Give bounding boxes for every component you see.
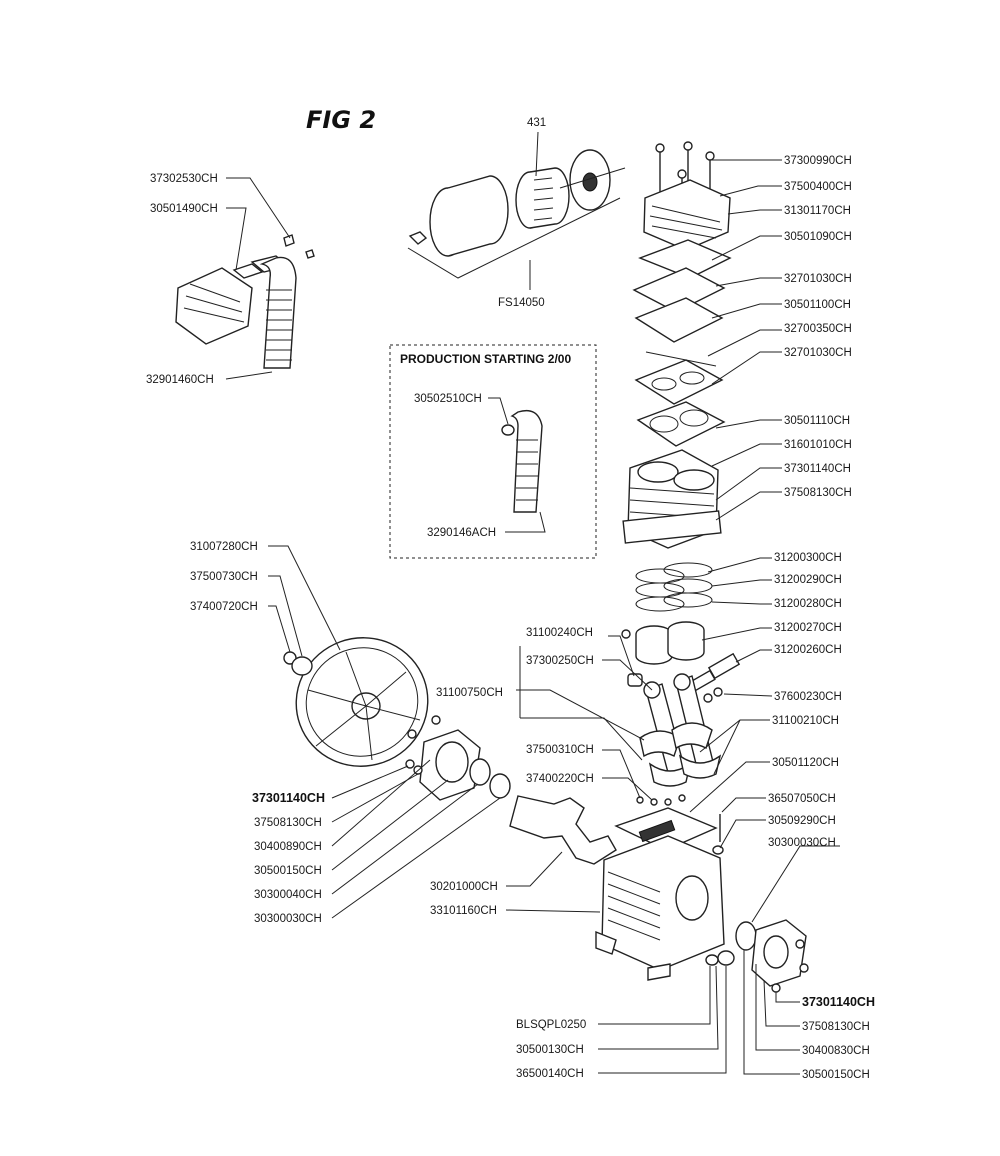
label-32901460: 32901460CH <box>146 374 214 386</box>
production-box-title: PRODUCTION STARTING 2/00 <box>400 352 571 366</box>
label-37300990: 37300990CH <box>784 155 852 167</box>
label-30300030-right: 30300030CH <box>768 837 836 849</box>
label-31200260: 31200260CH <box>774 644 842 656</box>
label-37301140-bottom: 37301140CH <box>802 995 875 1009</box>
label-37301140-left: 37301140CH <box>252 791 325 805</box>
label-31100240: 31100240CH <box>526 627 593 639</box>
label-32701030-b: 32701030CH <box>784 347 852 359</box>
label-fs14050: FS14050 <box>498 297 545 309</box>
label-37300250: 37300250CH <box>526 655 594 667</box>
alt-head-and-hose <box>175 177 315 380</box>
production-box <box>389 344 597 559</box>
label-30400890: 30400890CH <box>254 841 322 853</box>
label-31200280: 31200280CH <box>774 598 842 610</box>
label-30300040: 30300040CH <box>254 889 322 901</box>
label-31100750: 31100750CH <box>436 687 503 699</box>
cylinder-head-stack <box>622 141 782 549</box>
crankshaft <box>506 795 617 887</box>
label-37301140-right: 37301140CH <box>784 463 851 475</box>
label-31200270: 31200270CH <box>774 622 842 634</box>
label-30201000: 30201000CH <box>430 881 498 893</box>
left-bearing-cover <box>331 715 511 919</box>
label-32701030-a: 32701030CH <box>784 273 852 285</box>
leader-431 <box>535 131 539 177</box>
flywheel <box>268 545 429 767</box>
label-30300030-left: 30300030CH <box>254 913 322 925</box>
label-30500130: 30500130CH <box>516 1044 584 1056</box>
label-33101160: 33101160CH <box>430 905 497 917</box>
label-37508130-left: 37508130CH <box>254 817 322 829</box>
label-3290146A: 3290146ACH <box>427 527 496 539</box>
label-37500310: 37500310CH <box>526 744 594 756</box>
air-filter-assembly <box>407 131 626 290</box>
label-32700350: 32700350CH <box>784 323 852 335</box>
label-37508130-right: 37508130CH <box>784 487 852 499</box>
label-431: 431 <box>527 117 546 129</box>
label-31301170: 31301170CH <box>784 205 851 217</box>
label-31007280: 31007280CH <box>190 541 258 553</box>
connecting-rods <box>516 646 770 806</box>
label-37400220: 37400220CH <box>526 773 594 785</box>
label-30501490: 30501490CH <box>150 203 218 215</box>
label-30501110: 30501110CH <box>784 415 850 427</box>
label-30501100: 30501100CH <box>784 299 851 311</box>
label-31100210: 31100210CH <box>772 715 839 727</box>
label-37302530: 37302530CH <box>150 173 218 185</box>
label-30400830: 30400830CH <box>802 1045 870 1057</box>
label-36500140: 36500140CH <box>516 1068 584 1080</box>
label-30501120: 30501120CH <box>772 757 839 769</box>
label-30500150-bottom: 30500150CH <box>802 1069 870 1081</box>
label-37500400: 37500400CH <box>784 181 852 193</box>
label-37500730: 37500730CH <box>190 571 258 583</box>
figure-title: FIG 2 <box>306 106 376 134</box>
crankcase <box>505 761 770 981</box>
label-30502510: 30502510CH <box>414 393 482 405</box>
label-31601010: 31601010CH <box>784 439 852 451</box>
new-hose <box>488 397 546 533</box>
plug-leaders <box>598 965 727 1074</box>
label-BLSQPL0250: BLSQPL0250 <box>516 1019 586 1031</box>
label-30501090: 30501090CH <box>784 231 852 243</box>
label-31200290: 31200290CH <box>774 574 842 586</box>
label-37400720: 37400720CH <box>190 601 258 613</box>
label-31200300: 31200300CH <box>774 552 842 564</box>
label-30500150-left: 30500150CH <box>254 865 322 877</box>
label-36507050: 36507050CH <box>768 793 836 805</box>
label-30509290: 30509290CH <box>768 815 836 827</box>
label-37600230: 37600230CH <box>774 691 842 703</box>
label-37508130-bottom: 37508130CH <box>802 1021 870 1033</box>
right-bearing-cover <box>735 845 840 1075</box>
